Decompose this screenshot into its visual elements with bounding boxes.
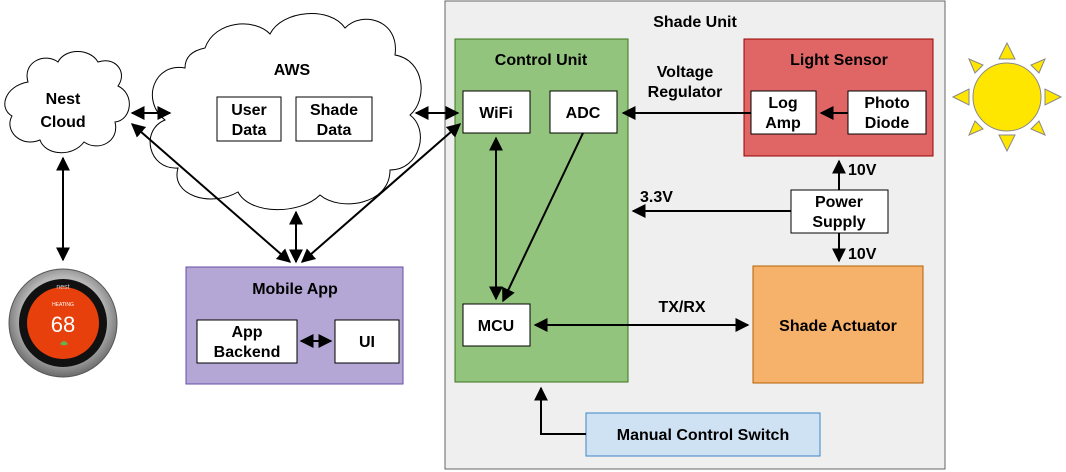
- thermostat-temperature: 68: [51, 312, 75, 337]
- app-backend-line2: Backend: [214, 344, 281, 361]
- nest-cloud-line1: Nest: [46, 91, 81, 108]
- label-3v3: 3.3V: [640, 189, 673, 206]
- app-backend-box: [196, 319, 298, 364]
- manual-control-switch-box: [585, 412, 821, 457]
- ui-box: [334, 319, 400, 364]
- mcu-box: [462, 303, 531, 347]
- nest-cloud-line2: Cloud: [40, 114, 85, 131]
- power-supply-line1: Power: [815, 194, 863, 211]
- sun-icon: [951, 41, 1063, 153]
- photo-diode-line1: Photo: [864, 95, 910, 112]
- aws-cloud: [149, 13, 422, 211]
- user-data-line2: Data: [232, 122, 267, 139]
- arrow-nest-mobile-app: [130, 123, 292, 263]
- voltage-regulator-line1: Voltage: [657, 64, 714, 81]
- ui-label: UI: [359, 334, 375, 351]
- thermostat-brand: nest: [56, 284, 69, 291]
- aws-title: AWS: [274, 62, 311, 79]
- user-data-line1: User: [231, 102, 267, 119]
- light-sensor-title: Light Sensor: [790, 52, 888, 69]
- mobile-app-title: Mobile App: [252, 281, 338, 298]
- adc-box: [549, 90, 618, 134]
- wifi-label: WiFi: [479, 105, 513, 122]
- label-txrx: TX/RX: [658, 299, 705, 316]
- wifi-box: [462, 90, 531, 134]
- log-amp-line2: Amp: [765, 115, 801, 132]
- arrow-wifi-mobile-app: [300, 123, 462, 263]
- nest-thermostat-icon: nest HEATING 68: [8, 268, 118, 378]
- mcu-label: MCU: [478, 318, 514, 335]
- manual-control-switch-label: Manual Control Switch: [617, 427, 789, 444]
- shade-actuator-box: [752, 265, 924, 384]
- label-10v-bottom: 10V: [848, 246, 877, 263]
- arrow-adc-mcu: [502, 132, 584, 303]
- photo-diode-line2: Diode: [865, 115, 910, 132]
- log-amp-line1: Log: [768, 95, 797, 112]
- shade-data-line1: Shade: [310, 102, 358, 119]
- shade-actuator-label: Shade Actuator: [779, 318, 897, 335]
- log-amp-box: [750, 90, 817, 135]
- arrow-switch-controlunit: [534, 386, 586, 435]
- app-backend-line1: App: [231, 324, 262, 341]
- power-supply-line2: Supply: [812, 214, 865, 231]
- adc-label: ADC: [566, 105, 601, 122]
- thermostat-mode: HEATING: [52, 302, 74, 308]
- nest-cloud: [4, 51, 130, 154]
- shade-data-line2: Data: [317, 122, 352, 139]
- label-10v-top: 10V: [848, 162, 877, 179]
- voltage-regulator-line2: Regulator: [648, 84, 723, 101]
- control-unit-title: Control Unit: [495, 52, 588, 69]
- shade-unit-title: Shade Unit: [653, 14, 737, 31]
